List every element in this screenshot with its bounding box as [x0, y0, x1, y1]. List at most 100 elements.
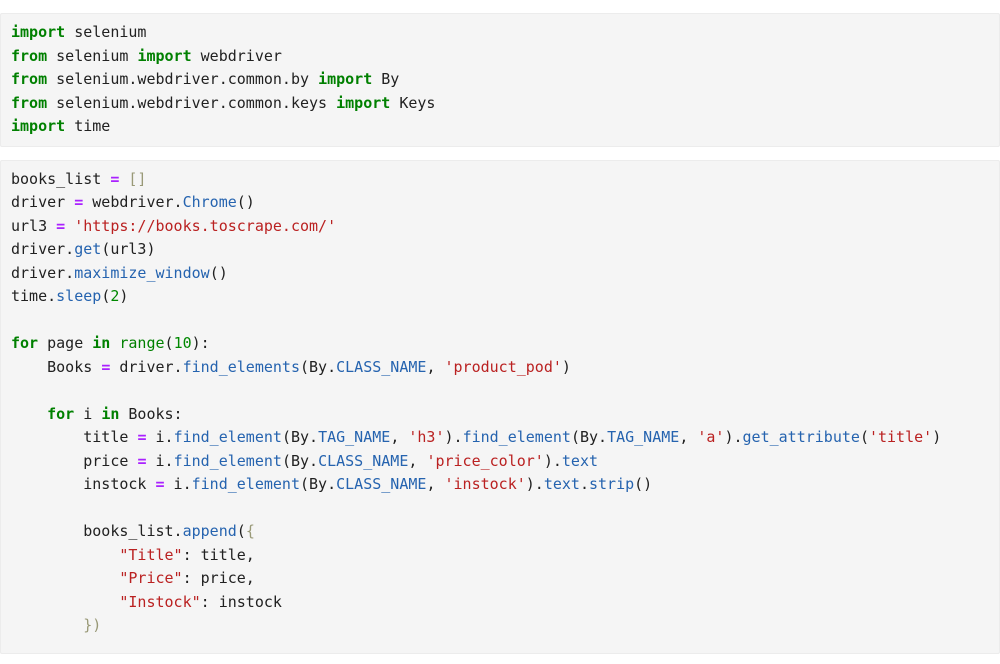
- code-token-keyword: for: [47, 404, 75, 423]
- code-token-string: 'price_color': [426, 451, 544, 470]
- code-token-text: (url3): [101, 240, 156, 258]
- code-token-operator: =: [56, 216, 66, 235]
- code-token-text: ).: [543, 451, 562, 470]
- code-token-text: By: [372, 70, 400, 88]
- code-token-text: ,: [426, 475, 445, 493]
- code-line: import selenium: [11, 21, 989, 45]
- code-token-text: ).: [444, 428, 463, 446]
- code-token-text: driver.: [110, 357, 183, 376]
- code-token-text: ,: [679, 428, 698, 446]
- code-token-text: webdriver: [191, 46, 282, 65]
- code-token-keyword: for: [11, 334, 39, 352]
- code-token-builtin: range: [119, 334, 165, 352]
- code-token-bracket: {: [245, 522, 255, 540]
- code-token-text: i.: [146, 451, 174, 470]
- code-token-text: (: [101, 287, 111, 305]
- code-line: books_list.append({: [11, 520, 989, 544]
- code-line: books_list = []: [11, 168, 989, 192]
- code-token-text: i: [74, 404, 102, 423]
- code-token-text: ).: [724, 428, 743, 446]
- code-token-text: ):: [191, 334, 210, 352]
- code-token-keyword: import: [318, 70, 373, 88]
- code-token-text: driver.: [11, 263, 75, 282]
- code-token-property: strip: [589, 475, 635, 493]
- code-token-text: (By.: [281, 428, 319, 446]
- code-token-string: "Instock": [119, 592, 201, 611]
- code-token-property: maximize_window: [74, 263, 210, 282]
- code-token-property: text: [543, 475, 580, 493]
- code-token-text: books_list: [11, 169, 111, 188]
- code-token-keyword: import: [11, 117, 66, 135]
- code-token-text: ): [561, 357, 571, 376]
- code-token-text: (: [859, 428, 869, 446]
- code-line: title = i.find_element(By.TAG_NAME, 'h3'…: [11, 426, 989, 450]
- code-token-property: find_elements: [182, 357, 300, 376]
- code-token-operator: =: [137, 428, 147, 446]
- code-line: price = i.find_element(By.CLASS_NAME, 'p…: [11, 450, 989, 474]
- code-token-text: (By.: [570, 428, 608, 446]
- code-token-text: selenium: [65, 23, 147, 41]
- code-token-text: driver.: [11, 240, 75, 258]
- code-token-string: "Title": [119, 545, 183, 564]
- code-line: "Price": price,: [11, 567, 989, 591]
- code-token-property: append: [182, 522, 237, 540]
- code-token-keyword: in: [92, 334, 111, 352]
- code-line: [11, 497, 989, 521]
- code-token-keyword: from: [11, 46, 48, 65]
- code-line: Books = driver.find_elements(By.CLASS_NA…: [11, 356, 989, 380]
- code-token-text: [11, 569, 119, 587]
- code-token-operator: =: [74, 193, 84, 211]
- code-cell-scraper[interactable]: books_list = []driver = webdriver.Chrome…: [0, 159, 1000, 654]
- code-token-text: ): [932, 428, 942, 446]
- code-token-text: [11, 616, 83, 634]
- code-token-text: [11, 405, 47, 423]
- code-line: driver.get(url3): [11, 238, 989, 262]
- code-token-text: (): [634, 475, 653, 493]
- code-token-operator: =: [110, 169, 120, 188]
- code-line: time.sleep(2): [11, 285, 989, 309]
- code-token-property: CLASS_NAME: [336, 475, 427, 493]
- code-line: from selenium.webdriver.common.by import…: [11, 68, 989, 92]
- code-token-keyword: from: [11, 70, 48, 88]
- code-token-string: 'https://books.toscrape.com/': [74, 216, 337, 235]
- code-token-text: selenium.webdriver.common.keys: [47, 93, 337, 112]
- code-token-property: find_element: [173, 428, 282, 446]
- code-token-text: selenium: [47, 46, 138, 65]
- code-token-text: driver: [11, 193, 75, 211]
- code-token-string: 'title': [868, 428, 933, 446]
- code-token-keyword: import: [137, 46, 192, 65]
- code-token-operator: =: [155, 475, 165, 493]
- code-token-number: 10: [173, 334, 192, 352]
- code-token-property: sleep: [56, 287, 102, 305]
- code-token-text: instock: [11, 475, 156, 493]
- code-line: instock = i.find_element(By.CLASS_NAME, …: [11, 473, 989, 497]
- code-token-text: ): [119, 287, 129, 305]
- code-line: [11, 309, 989, 333]
- code-token-property: CLASS_NAME: [336, 357, 427, 376]
- code-token-text: time: [65, 117, 111, 135]
- code-token-text: i.: [164, 475, 192, 493]
- code-token-property: TAG_NAME: [318, 428, 391, 446]
- code-token-text: title: [11, 428, 138, 446]
- code-line: from selenium import webdriver: [11, 45, 989, 69]
- code-token-text: (: [236, 522, 246, 540]
- code-token-string: 'product_pod': [444, 357, 562, 376]
- code-token-text: Books: [11, 357, 102, 376]
- code-token-text: page: [38, 334, 93, 352]
- code-token-property: text: [561, 451, 599, 470]
- code-token-property: TAG_NAME: [607, 428, 680, 446]
- code-token-text: Books:: [119, 404, 183, 423]
- code-token-text: (: [164, 334, 174, 352]
- code-token-text: .: [579, 475, 589, 493]
- code-token-text: (By.: [300, 475, 337, 493]
- code-token-property: get_attribute: [742, 428, 860, 446]
- code-line: "Instock": instock: [11, 591, 989, 615]
- code-token-keyword: in: [101, 404, 120, 423]
- code-token-text: time.: [11, 287, 57, 305]
- code-token-bracket: }): [83, 616, 102, 634]
- code-token-text: (): [236, 193, 255, 211]
- code-token-text: : price,: [182, 569, 255, 587]
- code-line: }): [11, 614, 989, 638]
